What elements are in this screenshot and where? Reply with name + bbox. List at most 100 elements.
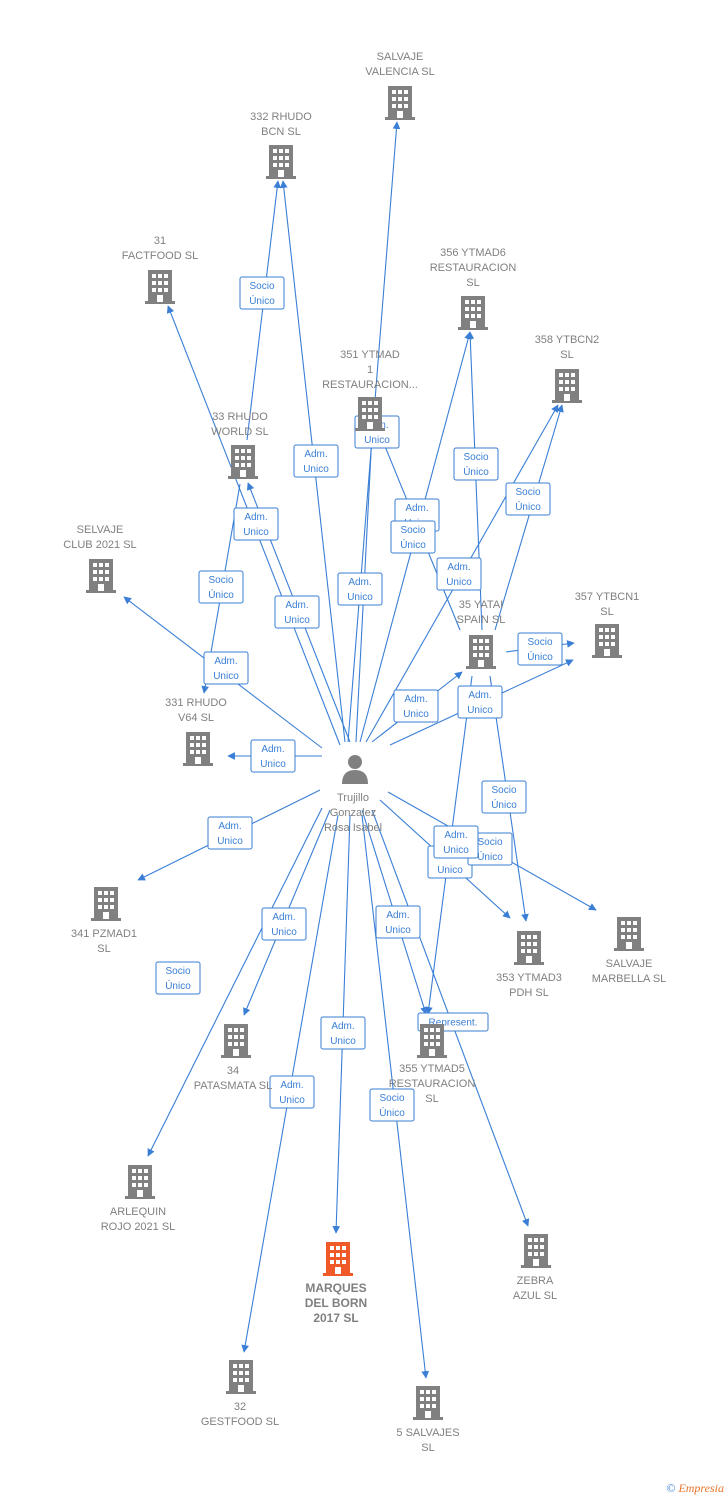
building-icon xyxy=(145,270,175,304)
relation-label-box xyxy=(320,1016,366,1050)
relation-label-box xyxy=(375,905,421,939)
building-icon xyxy=(385,86,415,120)
building-icon xyxy=(514,931,544,965)
company-name-line: 351 YTMAD xyxy=(340,349,400,361)
company-node-rhudo_v64[interactable]: 331 RHUDO V64 SL xyxy=(165,697,227,766)
company-name-line: MARQUES xyxy=(305,1281,366,1295)
company-name-line: V64 SL xyxy=(178,712,214,724)
relation-label-text: Unico xyxy=(284,615,310,626)
relation-label-person-to-rhudo_v64[interactable]: Adm.Unico xyxy=(250,739,296,773)
relation-label-person-to-gestfood[interactable]: Adm.Unico xyxy=(269,1075,315,1109)
company-name-line: 34 xyxy=(227,1065,239,1077)
building-icon xyxy=(125,1165,155,1199)
relation-label-person-to-zebra[interactable]: Adm. Unico xyxy=(433,825,479,859)
company-name-line: SPAIN SL xyxy=(457,614,506,626)
relation-label-person-to-rhudo_world[interactable]: Adm. Unico xyxy=(274,595,320,629)
relation-label-text: Adm. xyxy=(304,449,327,460)
relation-label-text: Socio xyxy=(400,525,425,536)
relation-label-text: Único xyxy=(463,465,489,478)
person-name-line: Trujillo xyxy=(337,792,369,804)
relation-label-text: Socio xyxy=(208,575,233,586)
company-name-line: 357 YTBCN1 xyxy=(575,591,640,603)
person-name-line: Gonzalez xyxy=(330,807,376,819)
relation-label-person-to-ytmad5[interactable]: Adm.Unico xyxy=(375,905,421,939)
relation-label-text: Unico xyxy=(443,845,469,856)
relation-label-person-to-patasmata[interactable]: Adm.Unico xyxy=(261,907,307,941)
relation-label-person-to-salvaje_club[interactable]: Adm.Unico xyxy=(203,651,249,685)
relation-label-person-to-salvaje_valencia[interactable]: Adm.Unico xyxy=(293,444,339,478)
company-name-line: 35 YATAI xyxy=(459,599,503,611)
relation-label-person-to-pzmad1[interactable]: Adm.Unico xyxy=(207,816,253,850)
company-name-line: BCN SL xyxy=(261,126,301,138)
building-icon xyxy=(266,145,296,179)
company-name-line: GESTFOOD SL xyxy=(201,1416,279,1428)
company-name-line: SL xyxy=(421,1442,434,1454)
relation-label-box xyxy=(369,1088,415,1122)
company-name-line: 358 YTBCN2 xyxy=(535,334,600,346)
company-name-line: SALVAJE xyxy=(606,958,653,970)
relation-label-text: Unico xyxy=(217,836,243,847)
relation-label-person-to-marques[interactable]: Adm.Unico xyxy=(320,1016,366,1050)
relation-label-text: Adm. xyxy=(285,600,308,611)
company-name-line: 341 PZMAD1 xyxy=(71,928,137,940)
relation-label-box xyxy=(269,1075,315,1109)
building-icon xyxy=(355,397,385,431)
building-icon xyxy=(323,1242,353,1276)
relation-label-text: Único xyxy=(208,588,234,601)
company-name-line: RESTAURACION... xyxy=(322,379,418,391)
building-icon xyxy=(91,887,121,921)
relation-label-text: Adm. xyxy=(261,744,284,755)
relation-label-text: Adm. xyxy=(404,694,427,705)
relation-label-text: Adm. xyxy=(468,690,491,701)
company-name-line: SL xyxy=(466,277,479,289)
company-node-ytmad1[interactable]: 351 YTMAD1RESTAURACION... xyxy=(322,349,418,431)
relation-label-box xyxy=(207,816,253,850)
relation-label-person-to-yatai[interactable]: Adm.Unico xyxy=(393,689,439,723)
company-name-line: 331 RHUDO xyxy=(165,697,227,709)
company-name-line: VALENCIA SL xyxy=(365,66,435,78)
relation-label-box xyxy=(517,632,563,666)
person-icon-body xyxy=(342,770,368,784)
company-name-line: ROJO 2021 SL xyxy=(101,1221,176,1233)
company-node-yatai[interactable]: 35 YATAI SPAIN SL xyxy=(457,599,506,669)
relation-label-person-to-factfood[interactable]: Adm.Unico xyxy=(233,507,279,541)
relation-label-person-to-ytbcn1[interactable]: Adm.Unico xyxy=(457,685,503,719)
relation-label-text: Adm. xyxy=(444,830,467,841)
relation-label-box xyxy=(337,572,383,606)
relation-label-person-to-ytmad6[interactable]: Adm.Unico xyxy=(337,572,383,606)
person-name-line: Rosa Isabel xyxy=(324,822,382,834)
empresia-logo[interactable]: ©Empresia xyxy=(666,1481,724,1496)
relation-label-person-to-ytbcn2[interactable]: Adm.Unico xyxy=(436,557,482,591)
